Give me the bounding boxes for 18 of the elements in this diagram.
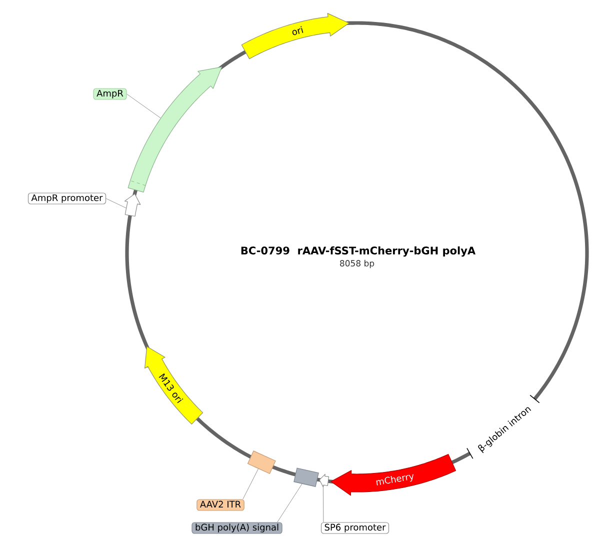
feature-segment (124, 194, 141, 217)
feature-segment (128, 66, 222, 192)
feature-label: AmpR promoter (28, 192, 106, 204)
leader-line (322, 484, 324, 522)
feature-label: AAV2 ITR (196, 499, 244, 511)
feature-segment: ori (241, 13, 350, 60)
leader-line (242, 468, 259, 500)
leader-line (106, 198, 126, 208)
map-title: BC-0799 rAAV-fSST-mCherry-bGH polyA (241, 246, 476, 257)
feature-box (294, 468, 319, 487)
feature-segment: mCherry (330, 454, 456, 496)
feature-segment (319, 474, 330, 488)
length-label: 8058 bp (340, 260, 374, 268)
feature-label: AmpR (93, 88, 127, 100)
leader-line (126, 94, 161, 118)
leader-line (277, 484, 302, 522)
feature-label: SP6 promoter (320, 522, 390, 534)
feature-label: bGH poly(A) signal (192, 522, 282, 534)
